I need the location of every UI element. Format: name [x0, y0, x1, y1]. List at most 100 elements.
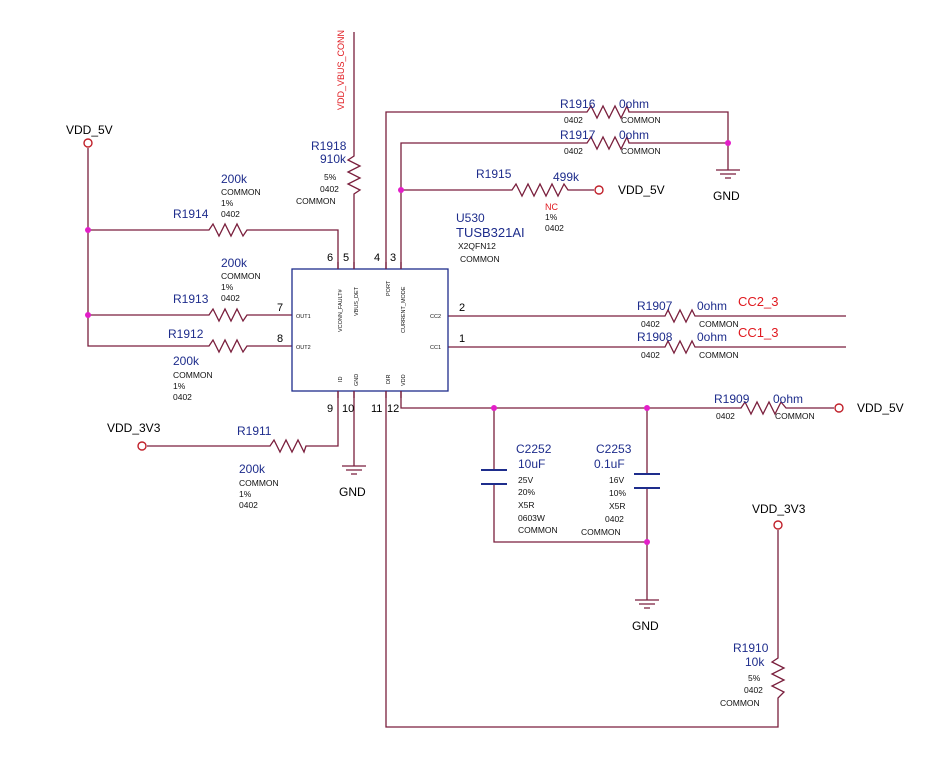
- r1917-ref: R1917: [560, 128, 596, 142]
- capacitor-c2253-symbol: [634, 473, 660, 489]
- net-cc1: CC1_3: [738, 325, 778, 340]
- r1912-value: 200k: [173, 354, 200, 368]
- component-labels: R1916 0ohm 0402 COMMON R1917 0ohm 0402 C…: [168, 97, 815, 708]
- r1917-note: COMMON: [621, 146, 661, 156]
- resistor-r1910-symbol: [770, 654, 786, 706]
- r1910-value: 10k: [745, 655, 765, 669]
- r1914-ref: R1914: [173, 207, 209, 221]
- resistor-r1913-symbol: [205, 307, 250, 323]
- power-ports: [83, 138, 844, 530]
- c2253-pkg: 0402: [605, 514, 624, 524]
- r1918-value: 910k: [320, 152, 347, 166]
- junction-dot: [725, 140, 731, 146]
- pin-label-vconn-fault: VCONN_FAULT#: [338, 288, 344, 332]
- r1907-ref: R1907: [637, 299, 673, 313]
- r1911-note: COMMON: [239, 478, 279, 488]
- pin-number-6: 6: [327, 252, 333, 264]
- r1916-value: 0ohm: [619, 97, 649, 111]
- r1912-pkg: 0402: [173, 392, 192, 402]
- ic-note: COMMON: [460, 254, 500, 264]
- r1918-tol: 5%: [324, 172, 337, 182]
- r1911-tol: 1%: [239, 489, 252, 499]
- r1916-note: COMMON: [621, 115, 661, 125]
- c2253-dielectric: X5R: [609, 501, 626, 511]
- r1908-pkg: 0402: [641, 350, 660, 360]
- c2252-value: 10uF: [518, 457, 545, 471]
- junction-dot: [398, 187, 404, 193]
- c2252-tol: 20%: [518, 487, 535, 497]
- power-port-circle: [834, 403, 844, 413]
- r1907-note: COMMON: [699, 319, 739, 329]
- pin-number-7: 7: [277, 302, 283, 314]
- junction-dot: [644, 405, 650, 411]
- r1916-ref: R1916: [560, 97, 596, 111]
- r1908-value: 0ohm: [697, 330, 727, 344]
- ic-u530: 6 5 4 3 7 8 2 1 9 10 11 12 OUT1 OUT2 CC2…: [277, 211, 525, 415]
- resistor-r1912-symbol: [205, 338, 250, 354]
- pin-number-11: 11: [371, 403, 382, 415]
- r1910-note: COMMON: [720, 698, 760, 708]
- pin-label-cc2: CC2: [430, 314, 441, 320]
- pin-label-out2: OUT2: [296, 345, 311, 351]
- pin-number-1: 1: [459, 333, 465, 345]
- net-gnd-ic: GND: [339, 485, 366, 499]
- pin-label-gnd: GND: [354, 374, 360, 386]
- pin-number-2: 2: [459, 302, 465, 314]
- net-vdd-vbus-conn: VDD_VBUS_CONN: [336, 30, 346, 110]
- pin-number-9: 9: [327, 403, 333, 415]
- pin-number-10: 10: [342, 403, 354, 415]
- r1918-note: COMMON: [296, 196, 336, 206]
- resistor-r1914-symbol: [205, 222, 250, 238]
- net-vdd-5v-right: VDD_5V: [857, 401, 904, 415]
- pin-label-port: PORT: [386, 280, 392, 296]
- net-vdd-3v3-right: VDD_3V3: [752, 502, 806, 516]
- r1915-tol: 1%: [545, 212, 558, 222]
- net-gnd-caps: GND: [632, 619, 659, 633]
- resistor-r1916-symbol: [583, 104, 632, 120]
- capacitor-c2252-symbol: [481, 469, 507, 485]
- r1913-tol: 1%: [221, 282, 234, 292]
- junction-dot: [491, 405, 497, 411]
- pin-label-vbus-det: VBUS_DET: [354, 286, 360, 316]
- r1914-value: 200k: [221, 172, 248, 186]
- net-vdd-5v-r1915: VDD_5V: [618, 183, 665, 197]
- resistors: [205, 104, 790, 706]
- junctions: [85, 140, 731, 545]
- resistor-r1907-symbol: [662, 308, 698, 324]
- r1910-tol: 5%: [748, 673, 761, 683]
- c2253-note: COMMON: [581, 527, 621, 537]
- r1913-note: COMMON: [221, 271, 261, 281]
- r1910-pkg: 0402: [744, 685, 763, 695]
- c2253-ref: C2253: [596, 442, 632, 456]
- power-port-circle: [83, 138, 93, 148]
- pin-number-3: 3: [390, 252, 396, 264]
- pin-number-8: 8: [277, 333, 283, 345]
- r1912-tol: 1%: [173, 381, 186, 391]
- net-vdd-5v-left: VDD_5V: [66, 123, 113, 137]
- r1913-value: 200k: [221, 256, 248, 270]
- resistor-r1908-symbol: [662, 339, 698, 355]
- r1908-ref: R1908: [637, 330, 673, 344]
- r1909-pkg: 0402: [716, 411, 735, 421]
- r1917-pkg: 0402: [564, 146, 583, 156]
- resistor-r1909-symbol: [737, 400, 790, 416]
- net-labels: VDD_5V VDD_5V VDD_5V VDD_3V3 VDD_3V3 VDD…: [66, 30, 904, 633]
- ground-icon: [342, 465, 366, 475]
- junction-dot: [644, 539, 650, 545]
- ic-body: [291, 268, 449, 392]
- net-cc2: CC2_3: [738, 294, 778, 309]
- pin-label-vdd: VDD: [401, 374, 407, 386]
- r1908-note: COMMON: [699, 350, 739, 360]
- ground-icon: [716, 169, 740, 179]
- r1911-pkg: 0402: [239, 500, 258, 510]
- wires: [87, 32, 846, 728]
- r1912-note: COMMON: [173, 370, 213, 380]
- r1909-value: 0ohm: [773, 392, 803, 406]
- r1911-ref: R1911: [237, 424, 272, 438]
- c2253-value: 0.1uF: [594, 457, 625, 471]
- r1915-value: 499k: [553, 170, 580, 184]
- pin-number-5: 5: [343, 252, 349, 264]
- r1918-ref: R1918: [311, 139, 347, 153]
- r1907-pkg: 0402: [641, 319, 660, 329]
- r1918-pkg: 0402: [320, 184, 339, 194]
